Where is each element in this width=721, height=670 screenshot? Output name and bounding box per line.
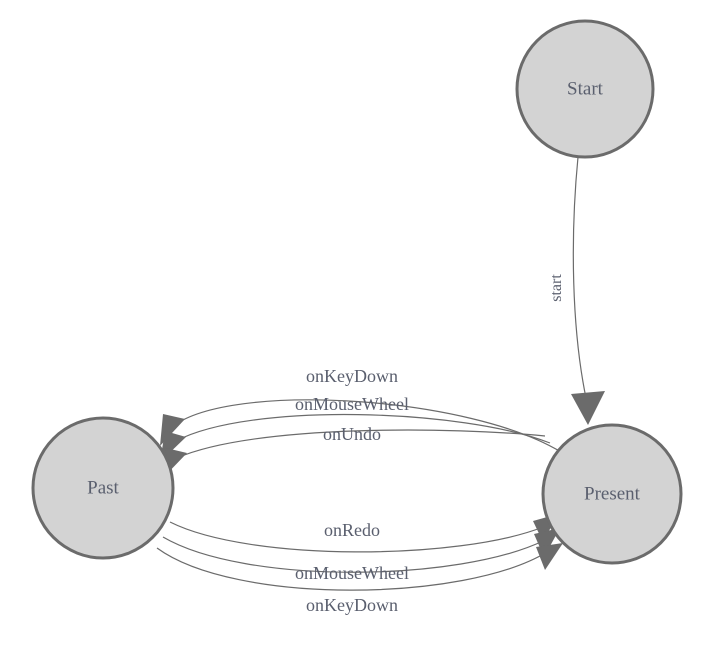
edge-past-present-onkeydown-path: [156, 547, 548, 591]
node-present-label: Present: [584, 483, 641, 504]
edge-past-present-onmousewheel-arrowhead: [534, 528, 560, 557]
node-past[interactable]: Past: [31, 416, 175, 560]
edge-past-present-onkeydown-arrowhead: [536, 543, 563, 570]
edge-present-past-onmousewheel-path: [175, 413, 551, 444]
node-present[interactable]: Present: [541, 423, 683, 565]
edge-past-present-onmousewheel-path: [162, 536, 546, 573]
edge-present-past-onundo-path: [176, 429, 546, 459]
edge-start-path: [572, 156, 587, 399]
edge-past-present-onredo-label: onRedo: [324, 520, 380, 540]
edge-present-past-onkeydown-label: onKeyDown: [306, 366, 398, 386]
edge-past-present-onmousewheel-label: onMouseWheel: [295, 563, 409, 583]
edge-past-present-onkeydown-label: onKeyDown: [306, 595, 398, 615]
edge-past-present-onredo[interactable]: onRedo: [169, 514, 558, 553]
node-start-label: Start: [567, 78, 604, 99]
edge-start-arrowhead: [571, 391, 605, 425]
edge-past-present-onredo-path: [169, 521, 544, 553]
node-start[interactable]: Start: [515, 19, 655, 159]
node-past-circle: [31, 416, 175, 560]
edge-past-present-onkeydown[interactable]: onKeyDown: [156, 543, 563, 615]
edge-present-past-onmousewheel-label: onMouseWheel: [295, 394, 409, 414]
node-start-circle: [515, 19, 655, 159]
edge-past-present-onmousewheel[interactable]: onMouseWheel: [162, 528, 560, 583]
edge-start-label: start: [548, 274, 565, 302]
edge-present-past-onundo-label: onUndo: [323, 424, 381, 444]
node-present-circle: [541, 423, 683, 565]
edge-start[interactable]: start: [548, 156, 605, 425]
edge-present-past-onundo[interactable]: onUndo: [162, 424, 546, 479]
node-past-label: Past: [87, 477, 119, 498]
edge-present-past-onkeydown-path: [175, 399, 562, 453]
